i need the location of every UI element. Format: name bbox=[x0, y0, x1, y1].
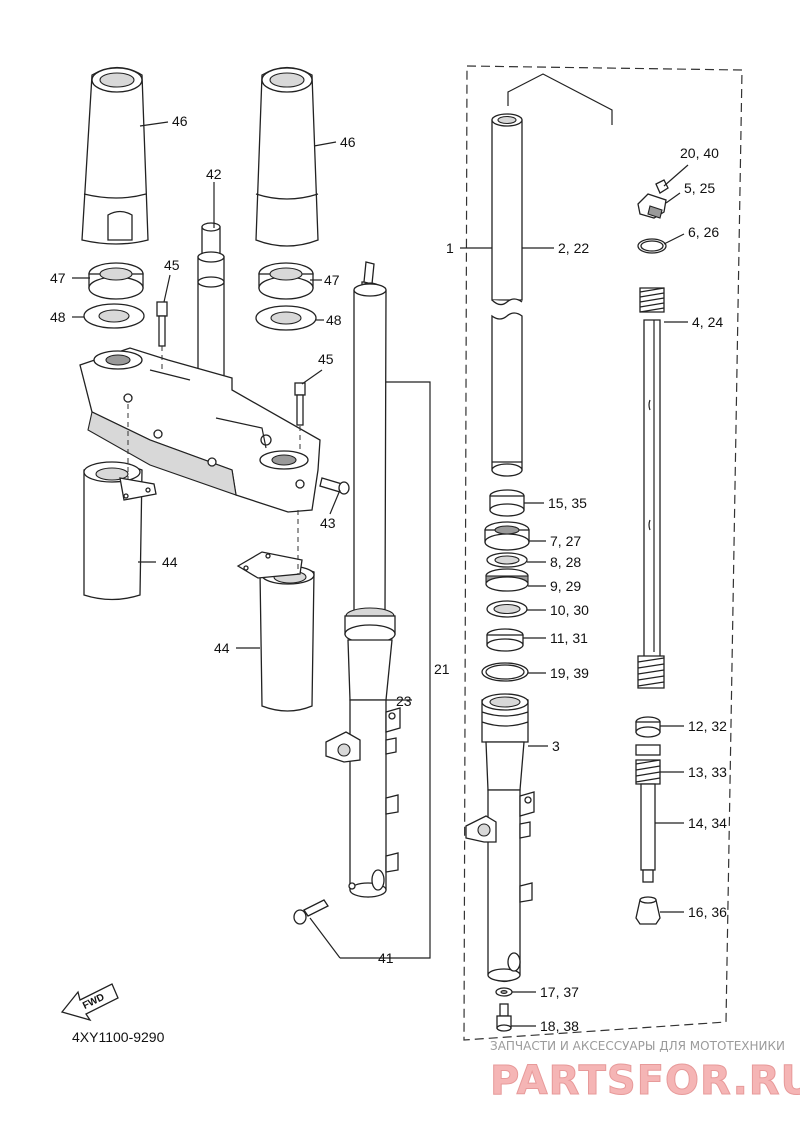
label-23: 23 bbox=[396, 693, 412, 709]
label-9-29: 9, 29 bbox=[550, 578, 581, 594]
fwd-arrow-icon: FWD bbox=[60, 983, 119, 1022]
label-43: 43 bbox=[320, 515, 336, 531]
label-48a: 48 bbox=[50, 309, 66, 325]
bearing-left bbox=[88, 262, 144, 300]
fork-spring bbox=[637, 287, 665, 689]
label-4-24: 4, 24 bbox=[692, 314, 723, 330]
outer-tube bbox=[465, 693, 535, 983]
label-14-34: 14, 34 bbox=[688, 815, 727, 831]
label-44b: 44 bbox=[214, 640, 230, 656]
washer-17-37 bbox=[495, 987, 513, 997]
diagram-code: 4XY1100-9290 bbox=[72, 1029, 165, 1045]
label-5-25: 5, 25 bbox=[684, 180, 715, 196]
label-20-40: 20, 40 bbox=[680, 145, 719, 161]
damper-rod bbox=[635, 744, 661, 883]
label-15-35: 15, 35 bbox=[548, 495, 587, 511]
watermark-tagline: ЗАПЧАСТИ И АКСЕССУАРЫ ДЛЯ МОТОТЕХНИКИ bbox=[490, 1039, 785, 1053]
watermark: ЗАПЧАСТИ И АКСЕССУАРЫ ДЛЯ МОТОТЕХНИКИ PA… bbox=[490, 1039, 800, 1105]
label-47b: 47 bbox=[324, 272, 340, 288]
fork-cover-lower-right bbox=[236, 551, 315, 712]
label-13-33: 13, 33 bbox=[688, 764, 727, 780]
callout-labels: 46 46 42 47 47 48 48 45 45 43 44 44 1 2,… bbox=[50, 113, 727, 1034]
part-15-35 bbox=[489, 489, 525, 517]
part-16-36 bbox=[635, 896, 661, 925]
fork-cover-upper-left bbox=[81, 66, 149, 245]
part-9-29 bbox=[485, 568, 529, 592]
label-7-27: 7, 27 bbox=[550, 533, 581, 549]
label-17-37: 17, 37 bbox=[540, 984, 579, 1000]
bolt-18-38 bbox=[496, 1003, 512, 1032]
label-44a: 44 bbox=[162, 554, 178, 570]
fork-cover-lower-left bbox=[83, 461, 157, 601]
assembly-centerlines bbox=[127, 346, 301, 574]
bolt-45-right bbox=[294, 382, 306, 426]
label-10-30: 10, 30 bbox=[550, 602, 589, 618]
leader-lines bbox=[72, 121, 689, 1027]
lower-bracket bbox=[79, 347, 321, 513]
label-45b: 45 bbox=[318, 351, 334, 367]
label-6-26: 6, 26 bbox=[688, 224, 719, 240]
label-42: 42 bbox=[206, 166, 222, 182]
bolt-43 bbox=[319, 477, 350, 495]
label-46a: 46 bbox=[172, 113, 188, 129]
cap-bolt-parts bbox=[637, 179, 669, 254]
label-12-32: 12, 32 bbox=[688, 718, 727, 734]
label-19-39: 19, 39 bbox=[550, 665, 589, 681]
label-45a: 45 bbox=[164, 257, 180, 273]
label-41: 41 bbox=[378, 950, 394, 966]
fork-assembly-21 bbox=[325, 261, 401, 898]
bearing-right bbox=[258, 262, 314, 300]
label-2-22: 2, 22 bbox=[558, 240, 589, 256]
label-16-36: 16, 36 bbox=[688, 904, 727, 920]
label-48b: 48 bbox=[326, 312, 342, 328]
watermark-brand: PARTSFOR.RU bbox=[490, 1058, 800, 1104]
leader-41 bbox=[309, 917, 341, 959]
bolt-41 bbox=[293, 899, 329, 925]
label-3: 3 bbox=[552, 738, 560, 754]
assembly-boundary bbox=[463, 65, 743, 1041]
seal-left bbox=[83, 303, 145, 329]
part-11-31 bbox=[486, 628, 524, 652]
label-1: 1 bbox=[446, 240, 454, 256]
inner-tube bbox=[491, 113, 523, 477]
seal-right bbox=[255, 305, 317, 331]
part-10-30 bbox=[486, 600, 528, 618]
part-12-32 bbox=[635, 716, 661, 738]
label-8-28: 8, 28 bbox=[550, 554, 581, 570]
part-19-39 bbox=[481, 662, 529, 682]
label-18-38: 18, 38 bbox=[540, 1018, 579, 1034]
bracket-21 bbox=[340, 381, 431, 959]
label-46b: 46 bbox=[340, 134, 356, 150]
label-11-31: 11, 31 bbox=[550, 630, 588, 646]
part-7-27 bbox=[484, 521, 530, 551]
part-8-28 bbox=[486, 552, 528, 568]
assembly-peak-line bbox=[507, 73, 613, 125]
label-47a: 47 bbox=[50, 270, 66, 286]
fork-cover-upper-right bbox=[255, 66, 319, 247]
label-21: 21 bbox=[434, 661, 450, 677]
bolt-45-left bbox=[156, 301, 168, 347]
